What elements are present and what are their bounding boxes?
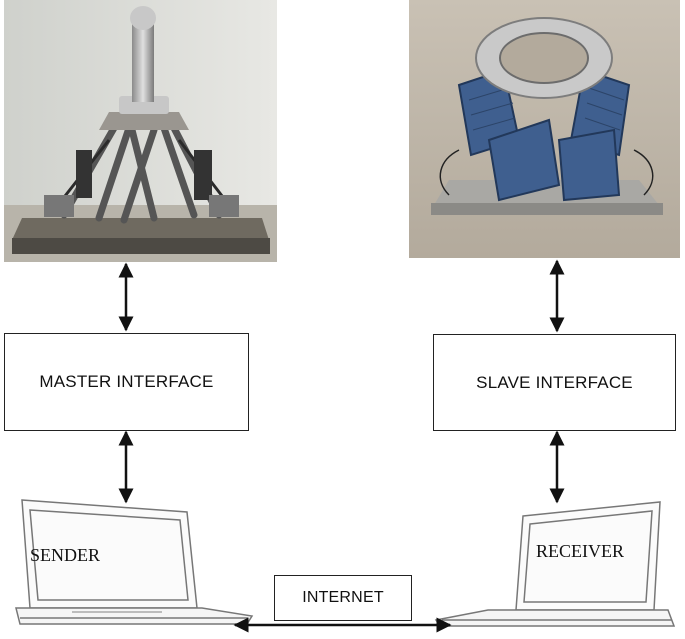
sender-laptop: SENDER bbox=[12, 490, 257, 630]
sender-laptop-icon bbox=[15, 499, 254, 625]
receiver-label: RECEIVER bbox=[536, 541, 624, 561]
slave-robot-illustration bbox=[409, 0, 680, 258]
slave-interface-box: SLAVE INTERFACE bbox=[433, 334, 676, 431]
sender-label: SENDER bbox=[30, 545, 101, 565]
receiver-laptop: RECEIVER bbox=[428, 494, 680, 630]
master-interface-label: MASTER INTERFACE bbox=[39, 372, 214, 391]
slave-robot-photo bbox=[409, 0, 680, 258]
internet-label: INTERNET bbox=[302, 589, 384, 606]
master-robot-photo bbox=[4, 0, 277, 262]
receiver-laptop-icon bbox=[434, 501, 676, 627]
internet-box: INTERNET bbox=[274, 575, 412, 621]
master-robot-illustration bbox=[4, 0, 277, 262]
slave-interface-label: SLAVE INTERFACE bbox=[476, 372, 633, 392]
